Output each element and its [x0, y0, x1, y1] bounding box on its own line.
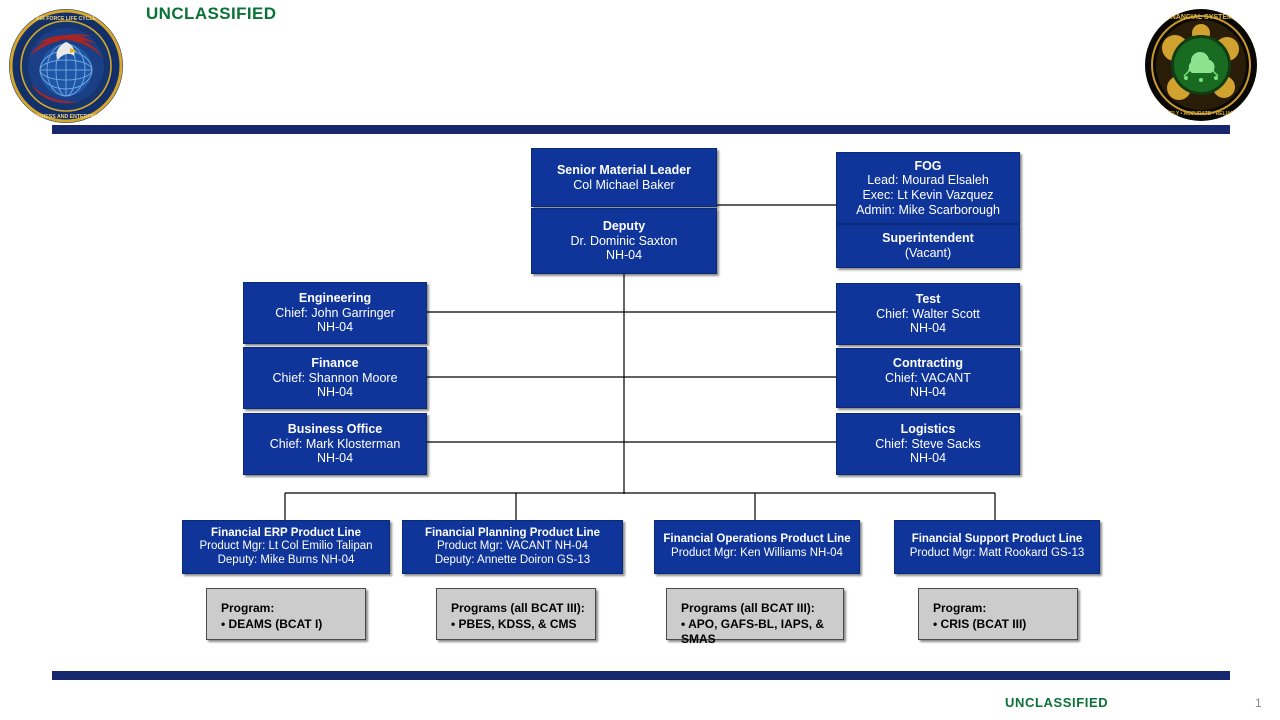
box-financial-support-product-line[interactable]: Financial Support Product Line Product M… [894, 520, 1100, 574]
pl0-deputy: Deputy: Mike Burns NH-04 [217, 553, 355, 566]
program-box-financial-planning[interactable]: Programs (all BCAT III): • PBES, KDSS, &… [436, 588, 596, 640]
contracting-title: Contracting [892, 355, 964, 370]
pl1-mgr: Product Mgr: VACANT NH-04 [436, 540, 589, 553]
afmc-lifecycle-management-center-seal-icon: AIR FORCE LIFE CYCLE BUSINESS AND ENTERP… [8, 8, 124, 124]
program-box-financial-operations[interactable]: Programs (all BCAT III): • APO, GAFS-BL,… [666, 588, 844, 646]
page-number: 1 [1255, 696, 1262, 710]
footer-rule-bar [52, 671, 1230, 680]
business-office-title: Business Office [287, 421, 383, 436]
pg0-item-0: • DEAMS (BCAT I) [221, 616, 323, 631]
sml-name: Col Michael Baker [573, 177, 675, 192]
svg-text:TIMELY • ACCURATE • RELIABLE: TIMELY • ACCURATE • RELIABLE [1161, 111, 1241, 117]
box-finance[interactable]: Finance Chief: Shannon Moore NH-04 [243, 347, 427, 409]
pl2-title: Financial Operations Product Line [663, 533, 851, 546]
financial-systems-seal-icon: FINANCIAL SYSTEMS TIMELY • ACCURATE • RE… [1144, 8, 1258, 122]
pg3-item-0: • CRIS (BCAT III) [933, 616, 1027, 631]
test-grade: NH-04 [909, 321, 947, 336]
engineering-grade: NH-04 [316, 320, 354, 335]
program-box-financial-erp[interactable]: Program: • DEAMS (BCAT I) [206, 588, 366, 640]
logistics-title: Logistics [900, 421, 956, 436]
engineering-chief: Chief: John Garringer [275, 305, 395, 320]
sml-title: Senior Material Leader [556, 162, 692, 177]
box-senior-material-leader[interactable]: Senior Material Leader Col Michael Baker [531, 148, 717, 207]
svg-text:BUSINESS AND ENTERPRISE: BUSINESS AND ENTERPRISE [29, 114, 103, 120]
pl1-deputy: Deputy: Annette Doiron GS-13 [434, 553, 591, 566]
pl0-title: Financial ERP Product Line [211, 526, 361, 539]
pl1-title: Financial Planning Product Line [424, 526, 601, 539]
pg0-header: Program: [221, 601, 275, 615]
pg1-item-0: • PBES, KDSS, & CMS [451, 616, 577, 631]
pl2-mgr: Product Mgr: Ken Williams NH-04 [671, 547, 843, 559]
header-rule-bar [52, 125, 1230, 134]
pl3-title: Financial Support Product Line [911, 533, 1083, 546]
box-contracting[interactable]: Contracting Chief: VACANT NH-04 [836, 348, 1020, 408]
box-business-office[interactable]: Business Office Chief: Mark Klosterman N… [243, 413, 427, 475]
fog-admin: Admin: Mike Scarborough [856, 202, 1000, 217]
header-classification-label: UNCLASSIFIED [146, 4, 277, 23]
pg3-header: Program: [933, 601, 987, 615]
superintendent-title: Superintendent [882, 231, 974, 246]
pl0-mgr: Product Mgr: Lt Col Emilio Talipan [199, 540, 373, 553]
box-superintendent[interactable]: Superintendent (Vacant) [836, 224, 1020, 268]
box-engineering[interactable]: Engineering Chief: John Garringer NH-04 [243, 282, 427, 344]
pg1-header: Programs (all BCAT III): [451, 601, 585, 615]
box-financial-operations-product-line[interactable]: Financial Operations Product Line Produc… [654, 520, 860, 574]
pg2-item-0: • APO, GAFS-BL, IAPS, & [681, 616, 825, 631]
svg-text:AIR FORCE LIFE CYCLE: AIR FORCE LIFE CYCLE [36, 16, 97, 22]
logistics-grade: NH-04 [909, 451, 947, 466]
svg-text:FINANCIAL SYSTEMS: FINANCIAL SYSTEMS [1165, 14, 1238, 21]
box-logistics[interactable]: Logistics Chief: Steve Sacks NH-04 [836, 413, 1020, 475]
pg2-header: Programs (all BCAT III): [681, 601, 815, 615]
business-office-grade: NH-04 [316, 451, 354, 466]
box-test[interactable]: Test Chief: Walter Scott NH-04 [836, 283, 1020, 345]
pg2-item-1: SMAS [681, 632, 716, 647]
program-box-financial-support[interactable]: Program: • CRIS (BCAT III) [918, 588, 1078, 640]
box-financial-planning-product-line[interactable]: Financial Planning Product Line Product … [402, 520, 623, 574]
superintendent-name: (Vacant) [904, 246, 952, 260]
contracting-grade: NH-04 [909, 385, 947, 400]
finance-title: Finance [311, 355, 359, 370]
box-financial-erp-product-line[interactable]: Financial ERP Product Line Product Mgr: … [182, 520, 390, 574]
box-deputy[interactable]: Deputy Dr. Dominic Saxton NH-04 [531, 208, 717, 274]
deputy-name: Dr. Dominic Saxton [570, 233, 678, 248]
fog-exec: Exec: Lt Kevin Vazquez [862, 188, 994, 202]
logistics-chief: Chief: Steve Sacks [875, 436, 981, 451]
engineering-title: Engineering [298, 290, 372, 305]
business-office-chief: Chief: Mark Klosterman [269, 436, 401, 451]
pl3-mgr: Product Mgr: Matt Rookard GS-13 [909, 547, 1085, 559]
fog-lead: Lead: Mourad Elsaleh [867, 173, 989, 188]
deputy-title: Deputy [602, 218, 646, 233]
deputy-grade: NH-04 [605, 248, 643, 263]
test-chief: Chief: Walter Scott [876, 306, 980, 321]
finance-chief: Chief: Shannon Moore [272, 370, 398, 385]
test-title: Test [915, 291, 941, 306]
footer-classification-label: UNCLASSIFIED [1005, 695, 1109, 710]
contracting-chief: Chief: VACANT [885, 370, 971, 385]
finance-grade: NH-04 [316, 385, 354, 400]
fog-title: FOG [914, 158, 942, 173]
box-fog[interactable]: FOG Lead: Mourad Elsaleh Exec: Lt Kevin … [836, 152, 1020, 224]
